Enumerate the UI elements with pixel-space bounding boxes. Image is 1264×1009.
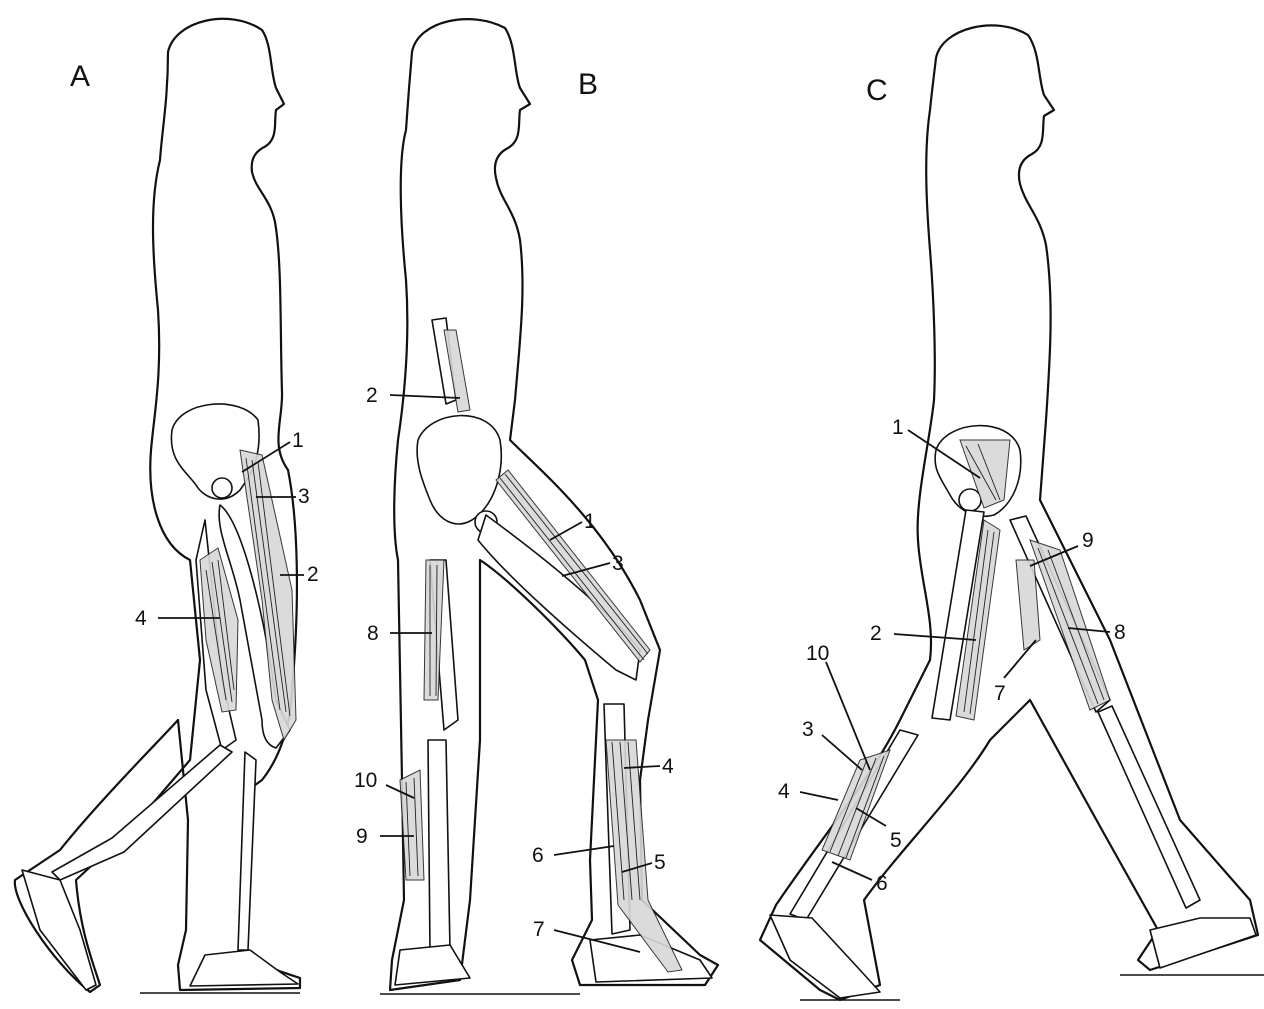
callout-b-9: 9 <box>356 825 368 848</box>
figure-a-hip-joint <box>212 478 232 498</box>
callout-c-4: 4 <box>778 780 790 803</box>
figure-c-foot-front <box>770 915 880 998</box>
callout-c-10: 10 <box>806 642 829 665</box>
callout-b-8: 8 <box>367 622 379 645</box>
figure-a-tibia-right <box>238 752 256 950</box>
callout-a-3: 3 <box>298 485 310 508</box>
callout-c-9: 9 <box>1082 529 1094 552</box>
callout-b-2: 2 <box>366 384 378 407</box>
figure-a-foot-right <box>190 950 298 986</box>
panel-label-c: C <box>866 74 888 107</box>
figure-c <box>760 25 1264 1000</box>
figure-b-pelvis <box>417 416 501 524</box>
figure-c-hip-joint <box>959 489 981 511</box>
figure-b-tibia-back <box>428 740 450 952</box>
figure-b <box>380 19 718 994</box>
figure-a <box>15 19 300 993</box>
panel-label-a: A <box>70 60 90 93</box>
callout-b-5: 5 <box>654 851 666 874</box>
callout-c-6: 6 <box>876 872 888 895</box>
callout-c-5: 5 <box>890 829 902 852</box>
figure-a-tibia-left <box>52 745 232 880</box>
callout-c-1: 1 <box>892 416 904 439</box>
callout-a-1: 1 <box>292 429 304 452</box>
figure-c-foot-back <box>1150 918 1256 968</box>
callout-c-2: 2 <box>870 622 882 645</box>
callout-a-2: 2 <box>307 563 319 586</box>
callout-b-3: 3 <box>612 552 624 575</box>
callout-a-4: 4 <box>135 607 147 630</box>
callout-c-7: 7 <box>994 682 1006 705</box>
figure-b-foot-back <box>395 945 470 985</box>
figure-a-foot-left <box>22 870 96 990</box>
callout-b-6: 6 <box>532 844 544 867</box>
callout-b-4: 4 <box>662 755 674 778</box>
callout-b-10: 10 <box>354 769 377 792</box>
callout-b-7: 7 <box>533 918 545 941</box>
figure-c-tibia-back <box>1098 706 1200 908</box>
panel-label-b: B <box>578 68 598 101</box>
callout-b-1: 1 <box>584 510 596 533</box>
callout-c-8: 8 <box>1114 621 1126 644</box>
callout-c-3: 3 <box>802 718 814 741</box>
